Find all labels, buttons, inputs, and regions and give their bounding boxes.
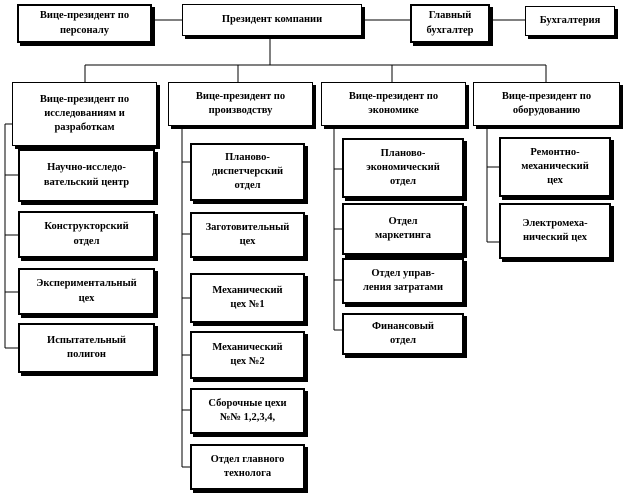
accounting-box: Бухгалтерия <box>525 6 615 36</box>
vp-economics-box: Вице-президент по экономике <box>321 82 466 126</box>
vp-rnd-box: Вице-президент по исследованиям и разраб… <box>12 82 157 146</box>
rnd-test-range-box: Испытательный полигон <box>18 323 155 373</box>
rnd-experimental-shop-box: Экспериментальный цех <box>18 268 155 315</box>
economics-planning-dept-box: Планово- экономический отдел <box>342 138 464 198</box>
economics-finance-dept-box: Финансовый отдел <box>342 313 464 355</box>
production-mechanical-shop-2-box: Механический цех №2 <box>190 331 305 379</box>
production-mechanical-shop-1-box: Механический цех №1 <box>190 273 305 323</box>
president-box: Президент компании <box>182 4 362 36</box>
production-procurement-shop-box: Заготовительный цех <box>190 212 305 258</box>
economics-cost-management-box: Отдел управ- ления затратами <box>342 258 464 304</box>
production-chief-technologist-box: Отдел главного технолога <box>190 444 305 490</box>
production-dispatch-dept-box: Планово- диспетчерский отдел <box>190 143 305 201</box>
rnd-design-dept-box: Конструкторский отдел <box>18 211 155 258</box>
vp-production-box: Вице-президент по производству <box>168 82 313 126</box>
chief-accountant-box: Главный бухгалтер <box>410 4 490 43</box>
economics-marketing-dept-box: Отдел маркетинга <box>342 203 464 255</box>
production-assembly-shops-box: Сборочные цехи №№ 1,2,3,4, <box>190 388 305 434</box>
equipment-electromechanical-shop-box: Электромеха- нический цех <box>499 203 611 259</box>
equipment-repair-shop-box: Ремонтно- механический цех <box>499 137 611 197</box>
vp-personnel-box: Вице-президент по персоналу <box>17 4 152 43</box>
vp-equipment-box: Вице-президент по оборудованию <box>473 82 620 126</box>
rnd-research-center-box: Научно-исследо- вательский центр <box>18 149 155 202</box>
